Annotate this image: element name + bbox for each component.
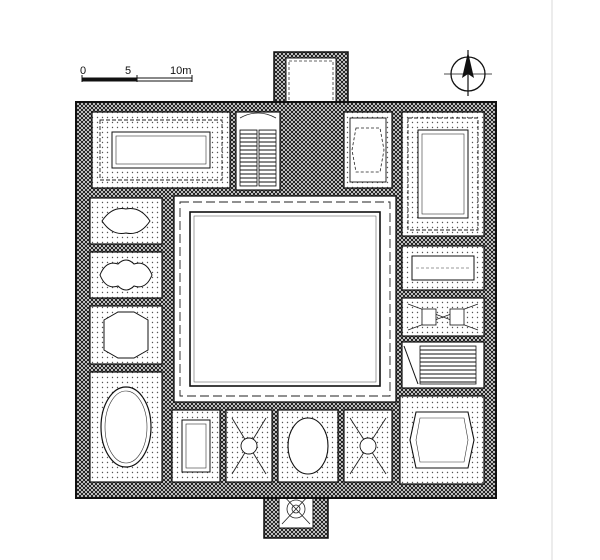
- room-sw-oval: [89, 371, 163, 483]
- room-ne-hall: [401, 111, 485, 237]
- north-arrow-icon: [444, 50, 492, 96]
- room-south-3: [277, 409, 339, 483]
- courtyard: [173, 195, 397, 403]
- scale-label-10m: 10m: [170, 65, 191, 77]
- room-east-2: [401, 297, 485, 337]
- room-north-small: [343, 111, 393, 189]
- scale-label-5: 5: [125, 65, 131, 77]
- room-east-1: [401, 245, 485, 291]
- stair-east: [401, 341, 485, 389]
- room-west-1: [89, 197, 163, 245]
- room-west-2: [89, 251, 163, 299]
- room-se-hall: [399, 395, 485, 485]
- room-south-2: [225, 409, 273, 483]
- stair-north: [235, 111, 281, 191]
- room-nw-hall: [91, 111, 231, 189]
- room-west-3: [89, 305, 163, 365]
- scale-label-0: 0: [80, 65, 86, 77]
- scale-bar: 0 5 10m: [80, 65, 193, 82]
- room-south-1: [171, 409, 221, 483]
- room-south-4: [343, 409, 393, 483]
